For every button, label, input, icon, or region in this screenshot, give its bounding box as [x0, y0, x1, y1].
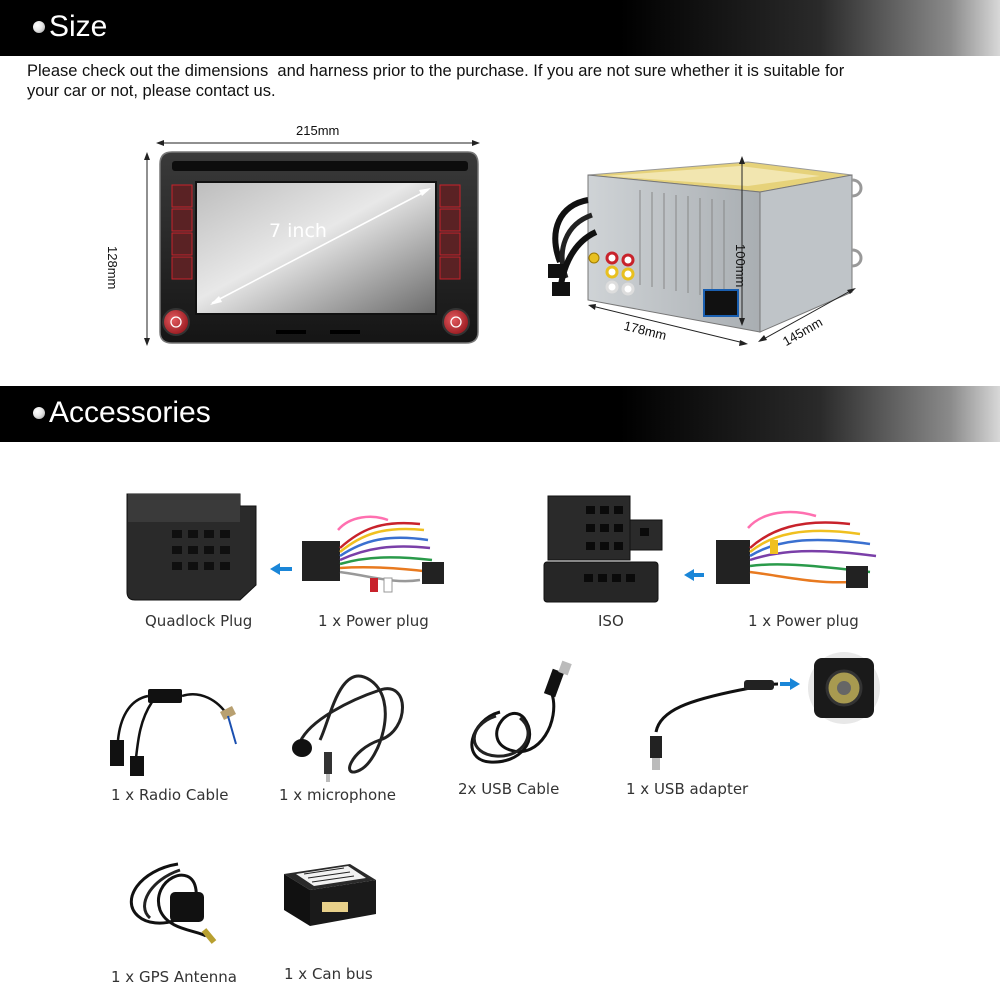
intro-line-1: Please check out the dimensions and harn…	[27, 62, 845, 80]
size-section-header: Size	[0, 0, 1000, 56]
accessories-section-header: Accessories	[0, 386, 1000, 442]
width-dimension-label: 215mm	[296, 123, 340, 138]
bullet-icon	[33, 21, 45, 33]
microphone-label: 1 x microphone	[279, 786, 396, 804]
bullet-icon	[33, 407, 45, 419]
power-plug-2-label: 1 x Power plug	[748, 612, 859, 630]
quadlock-plug-label: Quadlock Plug	[145, 612, 253, 630]
iso-label: ISO	[598, 612, 624, 630]
radio-cable-label: 1 x Radio Cable	[111, 786, 229, 804]
screen-size-label: 7 inch	[269, 220, 327, 242]
intro-line-2: your car or not, please contact us.	[27, 82, 276, 100]
usb-adapter-label: 1 x USB adapter	[626, 780, 749, 798]
usb-cable-label: 2x USB Cable	[458, 780, 560, 798]
gps-antenna-label: 1 x GPS Antenna	[111, 968, 237, 986]
can-bus-label: 1 x Can bus	[284, 965, 373, 983]
intro-text: Please check out the dimensions and harn…	[27, 61, 957, 101]
size-section-title: Size	[49, 10, 108, 43]
accessories-section-title: Accessories	[49, 396, 211, 429]
power-plug-1-label: 1 x Power plug	[318, 612, 429, 630]
